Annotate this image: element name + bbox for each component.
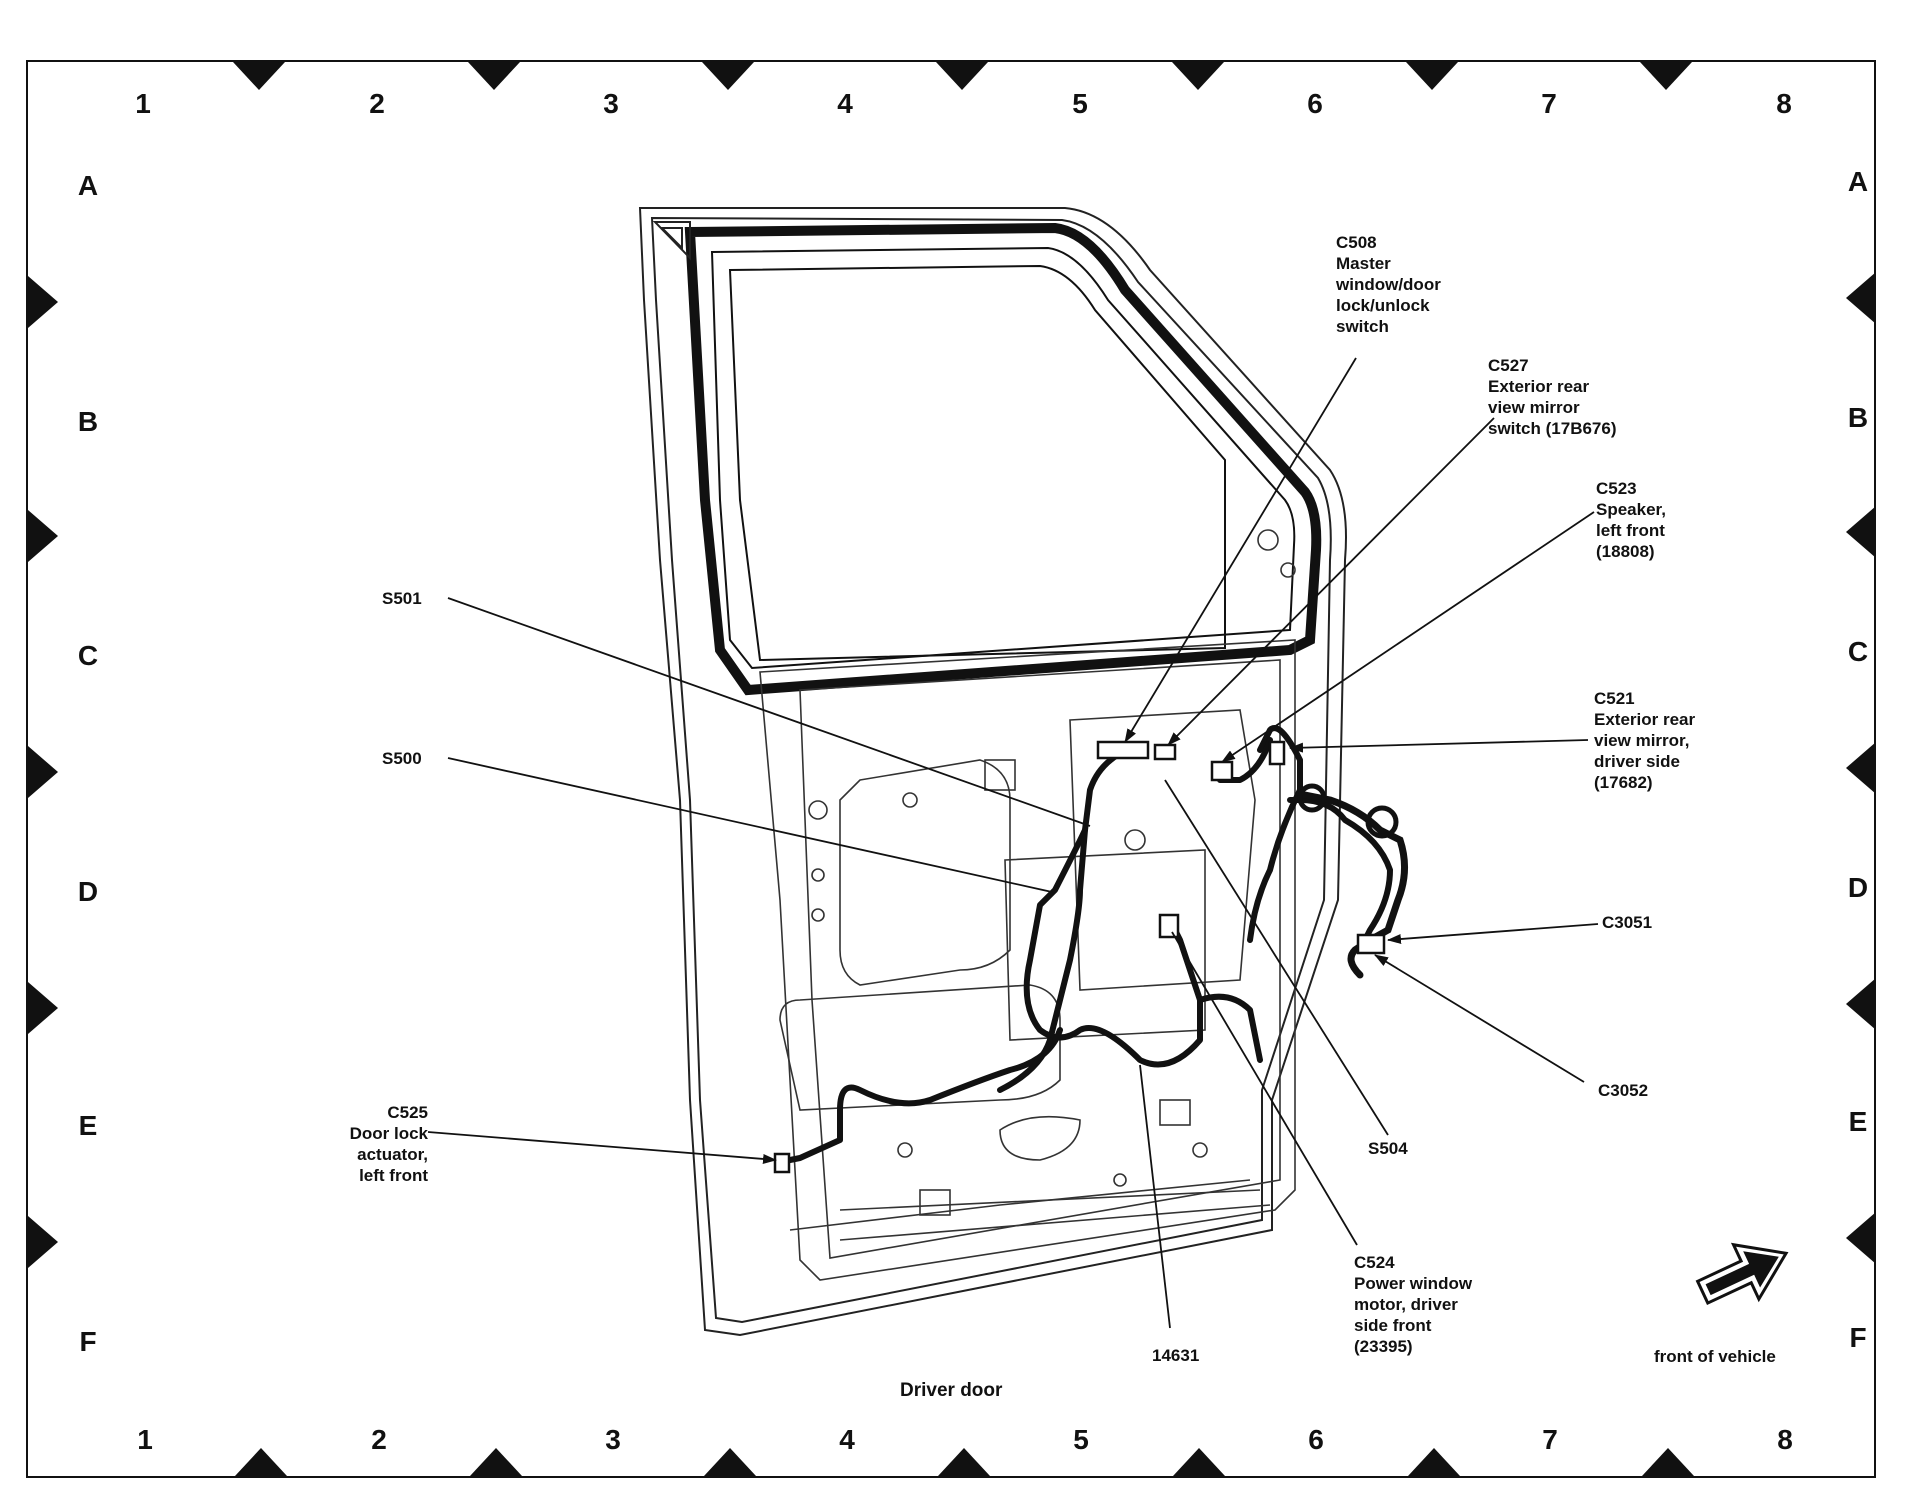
door-outer-shell bbox=[638, 207, 1347, 1337]
row-label-right-c: C bbox=[1847, 636, 1869, 667]
front-of-vehicle-label: front of vehicle bbox=[1654, 1347, 1776, 1366]
connectors bbox=[773, 740, 1386, 1174]
connector-c527 bbox=[1153, 743, 1177, 761]
grid-marker-left bbox=[28, 510, 58, 562]
grid-marker-top bbox=[1406, 62, 1458, 90]
col-label-bottom-5: 5 bbox=[1073, 1424, 1089, 1455]
grid-marker-right bbox=[1846, 272, 1876, 324]
grid-marker-bottom bbox=[235, 1448, 287, 1476]
row-label-left-d: D bbox=[77, 876, 99, 907]
col-label-top-4: 4 bbox=[837, 88, 853, 119]
col-label-bottom-4: 4 bbox=[839, 1424, 855, 1455]
inner-panel bbox=[759, 529, 1296, 1281]
label-s504: S504 bbox=[1368, 1139, 1408, 1158]
label-c3052: C3052 bbox=[1598, 1081, 1649, 1100]
label-s501: S501 bbox=[382, 589, 422, 608]
row-label-left-b: B bbox=[77, 406, 99, 437]
row-label-right-d: D bbox=[1847, 872, 1869, 903]
row-label-left-c: C bbox=[77, 640, 99, 671]
leader-lines bbox=[427, 357, 1599, 1329]
connector-c521 bbox=[1268, 740, 1286, 766]
grid-marker-bottom bbox=[1173, 1448, 1225, 1476]
mirror-harness bbox=[1297, 783, 1408, 979]
front-of-vehicle-arrow-icon bbox=[1695, 1242, 1789, 1306]
row-label-left-f: F bbox=[79, 1326, 97, 1357]
col-label-top-3: 3 bbox=[603, 88, 619, 119]
row-label-right-a: A bbox=[1847, 166, 1869, 197]
connector-c523 bbox=[1210, 760, 1234, 782]
col-label-top-1: 1 bbox=[135, 88, 151, 119]
label-c508: C508 Master window/door lock/unlock swit… bbox=[1336, 233, 1441, 336]
grid-marker-right bbox=[1846, 1212, 1876, 1264]
grid-marker-left bbox=[28, 1216, 58, 1268]
label-c521: C521 Exterior rear view mirror, driver s… bbox=[1594, 689, 1696, 792]
grid-marker-left bbox=[28, 746, 58, 798]
grid-marker-left bbox=[28, 276, 58, 328]
grid-marker-bottom bbox=[1408, 1448, 1460, 1476]
label-c525: C525 Door lock actuator, left front bbox=[349, 1103, 428, 1185]
grid-marker-top bbox=[1640, 62, 1692, 90]
row-label-right-b: B bbox=[1847, 402, 1869, 433]
row-label-right-f: F bbox=[1849, 1322, 1867, 1353]
label-c527: C527 Exterior rear view mirror switch (1… bbox=[1488, 356, 1617, 438]
row-label-left-e: E bbox=[78, 1110, 98, 1141]
grid-marker-right bbox=[1846, 742, 1876, 794]
grid-marker-top bbox=[468, 62, 520, 90]
diagram-caption: Driver door bbox=[900, 1380, 1003, 1401]
grid-marker-bottom bbox=[704, 1448, 756, 1476]
row-label-left-a: A bbox=[77, 170, 99, 201]
col-label-top-6: 6 bbox=[1307, 88, 1323, 119]
grid-marker-top bbox=[233, 62, 285, 90]
grid-marker-bottom bbox=[938, 1448, 990, 1476]
col-label-top-2: 2 bbox=[369, 88, 385, 119]
label-s500: S500 bbox=[382, 749, 422, 768]
window-frame bbox=[684, 222, 1322, 696]
col-label-bottom-7: 7 bbox=[1542, 1424, 1558, 1455]
col-label-top-8: 8 bbox=[1776, 88, 1792, 119]
connector-c524 bbox=[1158, 913, 1180, 939]
col-label-bottom-1: 1 bbox=[137, 1424, 153, 1455]
connector-c525 bbox=[773, 1152, 791, 1174]
col-label-bottom-2: 2 bbox=[371, 1424, 387, 1455]
label-c3051: C3051 bbox=[1602, 913, 1653, 932]
col-label-bottom-6: 6 bbox=[1308, 1424, 1324, 1455]
connector-c3051 bbox=[1356, 933, 1386, 955]
grid-marker-top bbox=[702, 62, 754, 90]
label-14631: 14631 bbox=[1152, 1346, 1200, 1365]
col-label-bottom-3: 3 bbox=[605, 1424, 621, 1455]
corner-gusset bbox=[652, 221, 691, 261]
row-label-right-e: E bbox=[1848, 1106, 1868, 1137]
col-label-top-7: 7 bbox=[1541, 88, 1557, 119]
label-c523: C523 Speaker, left front (18808) bbox=[1596, 479, 1666, 561]
grid-marker-top bbox=[936, 62, 988, 90]
col-label-bottom-8: 8 bbox=[1777, 1424, 1793, 1455]
label-c524: C524 Power window motor, driver side fro… bbox=[1354, 1253, 1473, 1356]
col-label-top-5: 5 bbox=[1072, 88, 1088, 119]
grid-marker-left bbox=[28, 982, 58, 1034]
grid-marker-right bbox=[1846, 978, 1876, 1030]
grid-marker-bottom bbox=[1642, 1448, 1694, 1476]
connector-c508 bbox=[1096, 740, 1150, 760]
grid-marker-right bbox=[1846, 506, 1876, 558]
grid-marker-top bbox=[1172, 62, 1224, 90]
grid-marker-bottom bbox=[470, 1448, 522, 1476]
